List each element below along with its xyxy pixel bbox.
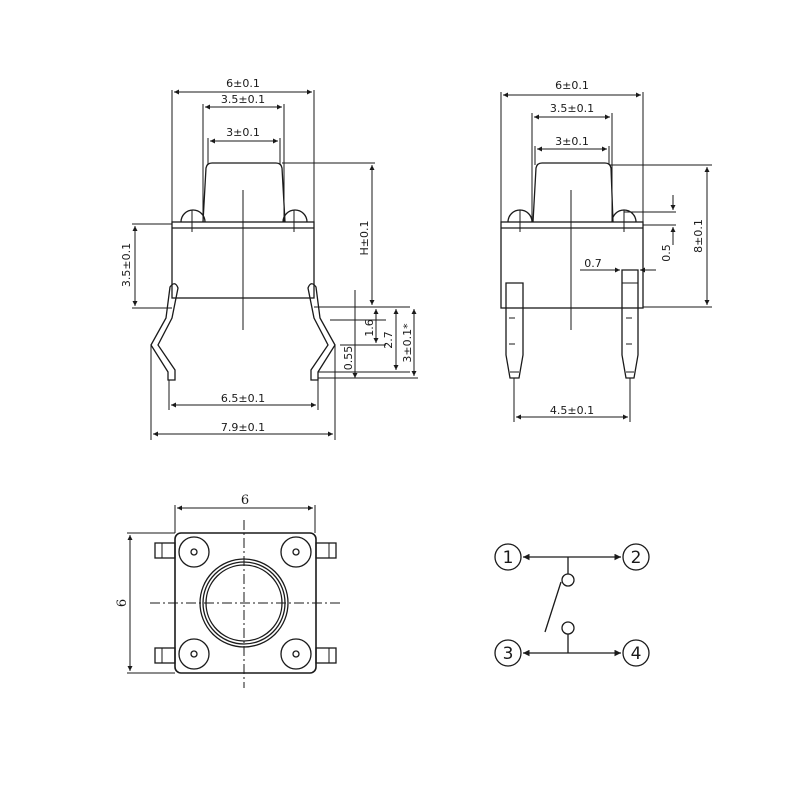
pin-3-marker [494, 639, 522, 667]
side-stem [532, 162, 614, 223]
top-view: 6 6 [115, 493, 340, 688]
dim-front-3: 3±0.1* [401, 323, 414, 363]
pin-right [307, 283, 336, 381]
switch-stem [202, 162, 286, 223]
dim-top-width: 6 [241, 493, 249, 508]
pad-bottom-left [154, 647, 176, 664]
pin-1-marker [494, 543, 522, 571]
switch-lever [544, 581, 562, 633]
pin-2-label: 2 [631, 548, 642, 568]
dim-side-pin-span: 4.5±0.1 [550, 404, 594, 417]
dim-front-pin-outer: 7.9±0.1 [221, 421, 265, 434]
pad-top-right [315, 542, 337, 559]
dim-side-tab: 0.5 [660, 244, 673, 262]
pin-3-label: 3 [503, 644, 514, 664]
pin-4-marker [622, 639, 650, 667]
schematic: 1 2 3 4 [494, 543, 650, 667]
dim-front-body-height: 3.5±0.1 [120, 243, 133, 287]
side-view: 6±0.1 3.5±0.1 3±0.1 0.5 8±0.1 0.7 4.5±0.… [500, 79, 712, 422]
pin-1-label: 1 [503, 548, 514, 568]
dim-side-width: 6±0.1 [555, 79, 589, 92]
side-pin-left [505, 282, 524, 379]
dim-side-stem-base: 3.5±0.1 [550, 102, 594, 115]
dim-front-1-6: 1.6 [363, 319, 376, 337]
dim-side-pin-width: 0.7 [584, 257, 602, 270]
dim-front-width: 6±0.1 [226, 77, 260, 90]
dim-front-stem-base: 3.5±0.1 [221, 93, 265, 106]
pin-2-marker [622, 543, 650, 571]
contact-top [561, 573, 575, 587]
pad-bottom-right [315, 647, 337, 664]
dim-front-stem-top: 3±0.1 [226, 126, 260, 139]
bump-right [282, 209, 308, 223]
contact-bottom [561, 621, 575, 635]
dim-front-height-h: H±0.1 [358, 221, 371, 256]
side-pin-right [621, 269, 639, 379]
pin-left [150, 283, 179, 381]
pin-4-label: 4 [631, 644, 642, 664]
dim-side-stem-top: 3±0.1 [555, 135, 589, 148]
dim-top-height: 6 [115, 599, 130, 607]
dim-front-pin-inner: 6.5±0.1 [221, 392, 265, 405]
dim-side-height: 8±0.1 [692, 219, 705, 253]
front-view: 6±0.1 3.5±0.1 3±0.1 3.5±0.1 H±0.1 1.6 2.… [120, 77, 418, 440]
bump-left [180, 209, 206, 223]
dim-front-2-7: 2.7 [382, 331, 395, 349]
dim-front-0-55: 0.55 [342, 346, 355, 371]
pad-top-left [154, 542, 176, 559]
